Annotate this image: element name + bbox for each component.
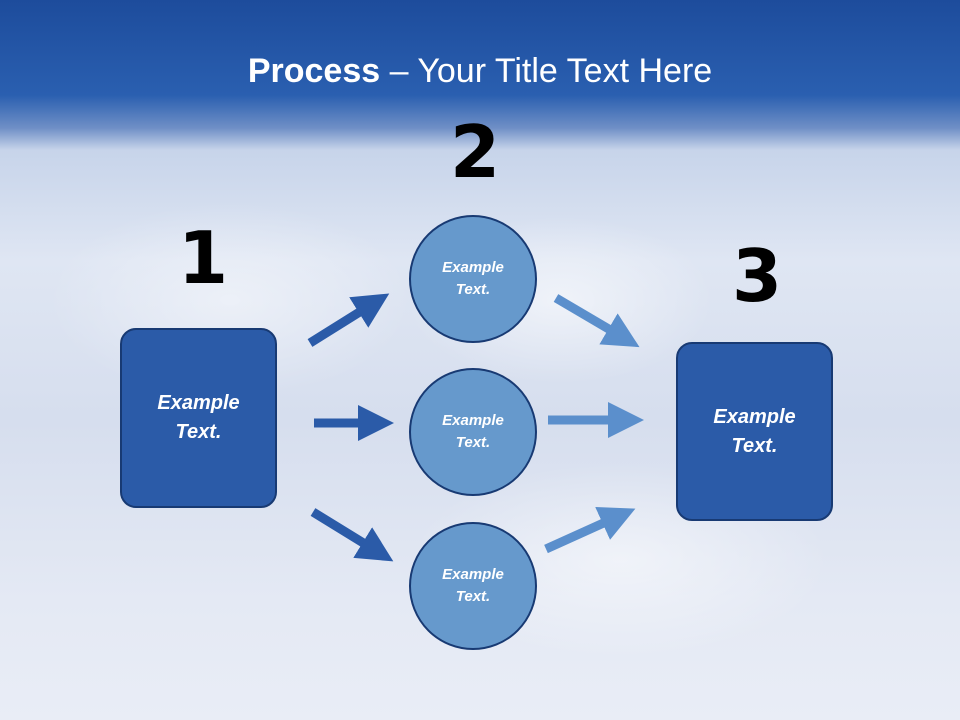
step-1-text: Example Text. [157, 392, 240, 443]
circle-top-text: Example Text. [442, 258, 504, 299]
step-1-number: 1 [178, 216, 229, 300]
slide-title: Process – Your Title Text Here [0, 52, 960, 91]
step-3-box: Example Text. [676, 342, 833, 521]
step-2-number: 2 [450, 110, 501, 194]
step-3-number: 3 [732, 234, 783, 318]
step-2-circle-middle: Example Text. [409, 368, 537, 496]
arrow-1-to-bottom [310, 508, 394, 562]
step-2-circle-top: Example Text. [409, 215, 537, 343]
step-1-box: Example Text. [120, 328, 277, 508]
arrow-1-to-top [307, 293, 390, 347]
title-rest: – Your Title Text Here [380, 52, 713, 90]
arrow-bottom-to-3 [544, 507, 636, 554]
arrow-top-to-3 [553, 294, 640, 348]
step-3-text: Example Text. [713, 405, 796, 457]
circle-bottom-text: Example Text. [442, 565, 504, 606]
circle-middle-text: Example Text. [442, 411, 504, 452]
title-bold: Process [247, 52, 381, 90]
step-2-circle-bottom: Example Text. [409, 522, 537, 650]
